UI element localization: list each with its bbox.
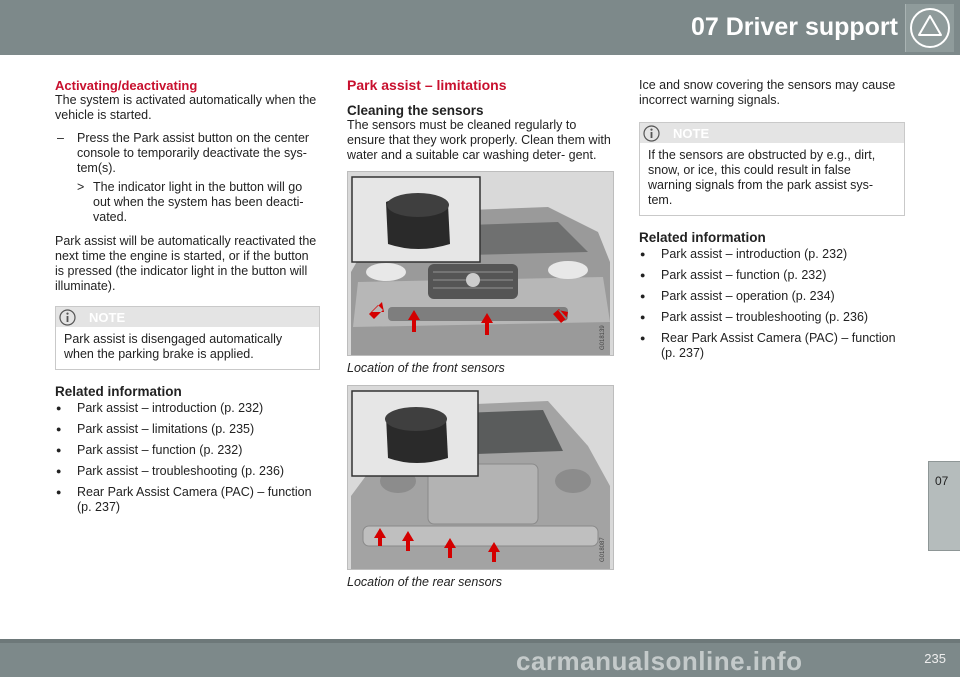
page-number: 235 (924, 651, 946, 666)
front-sensors-figure: G018139 (347, 171, 614, 356)
column-right: Ice and snow covering the sensors may ca… (639, 78, 905, 367)
column-middle: Park assist – limitations Cleaning the s… (347, 78, 614, 599)
rear-sensors-figure: G018087 (347, 385, 614, 570)
note-label: NOTE (89, 310, 126, 325)
note-header: NOTE (640, 123, 904, 143)
related-link[interactable]: Park assist – troubleshooting (p. 236) (639, 310, 905, 325)
related-link[interactable]: Park assist – function (p. 232) (639, 268, 905, 283)
related-link[interactable]: Park assist – troubleshooting (p. 236) (55, 464, 320, 479)
info-icon (643, 125, 660, 142)
note-text: Park assist is disengaged automatically … (64, 332, 283, 361)
footer-strip (0, 639, 960, 643)
side-tab-label: 07 (935, 474, 949, 488)
step-item: – Press the Park assist button on the ce… (55, 131, 320, 176)
step-text: Press the Park assist button on the cent… (77, 131, 310, 175)
note-box: NOTE Park assist is disengaged automatic… (55, 306, 320, 370)
note-label: NOTE (673, 126, 710, 141)
related-link[interactable]: Park assist – limitations (p. 235) (55, 422, 320, 437)
watermark: carmanualsonline.info (516, 646, 803, 676)
result-item: > The indicator light in the button will… (55, 180, 320, 225)
result-mark: > (77, 180, 85, 194)
page-header: 07 Driver support (0, 0, 960, 55)
warning-triangle-icon (910, 8, 950, 48)
page-footer: carmanualsonline.info 235 (0, 639, 960, 677)
related-heading: Related information (639, 230, 766, 245)
info-icon (59, 309, 76, 326)
related-link[interactable]: Rear Park Assist Camera (PAC) – function… (639, 331, 905, 361)
intro-paragraph: The system is activated automatically wh… (55, 93, 317, 122)
related-heading: Related information (55, 384, 182, 399)
related-link[interactable]: Rear Park Assist Camera (PAC) – function… (55, 485, 320, 515)
ice-snow-paragraph: Ice and snow covering the sensors may ca… (639, 78, 896, 107)
related-link[interactable]: Park assist – function (p. 232) (55, 443, 320, 458)
cleaning-heading: Cleaning the sensors (347, 103, 484, 118)
related-link[interactable]: Park assist – introduction (p. 232) (55, 401, 320, 416)
note-header: NOTE (56, 307, 319, 327)
column-left: Activating/deactivating The system is ac… (55, 78, 320, 521)
subheading-activating: Activating/deactivating (55, 78, 198, 93)
related-link[interactable]: Park assist – operation (p. 234) (639, 289, 905, 304)
dash-mark: – (57, 131, 64, 145)
note-text: If the sensors are obstructed by e.g., d… (648, 148, 876, 207)
rear-car-illustration: G018087 (348, 386, 613, 569)
related-list: Park assist – introduction (p. 232) Park… (639, 247, 905, 361)
result-text: The indicator light in the button will g… (93, 180, 304, 224)
warning-badge (905, 4, 954, 52)
section-title: Park assist – limitations (347, 77, 507, 93)
figure-code-rear: G018087 (600, 537, 606, 562)
cleaning-paragraph: The sensors must be cleaned regularly to… (347, 118, 611, 162)
reactivation-paragraph: Park assist will be automatically reacti… (55, 234, 317, 293)
related-list: Park assist – introduction (p. 232) Park… (55, 401, 320, 515)
front-car-illustration: G018139 (348, 172, 613, 355)
figure-code-front: G018139 (600, 325, 606, 350)
rear-figure-caption: Location of the rear sensors (347, 575, 502, 589)
note-box: NOTE If the sensors are obstructed by e.… (639, 122, 905, 216)
chapter-title: 07 Driver support (690, 13, 898, 41)
front-figure-caption: Location of the front sensors (347, 361, 505, 375)
related-link[interactable]: Park assist – introduction (p. 232) (639, 247, 905, 262)
chapter-side-tab: 07 (928, 461, 960, 551)
